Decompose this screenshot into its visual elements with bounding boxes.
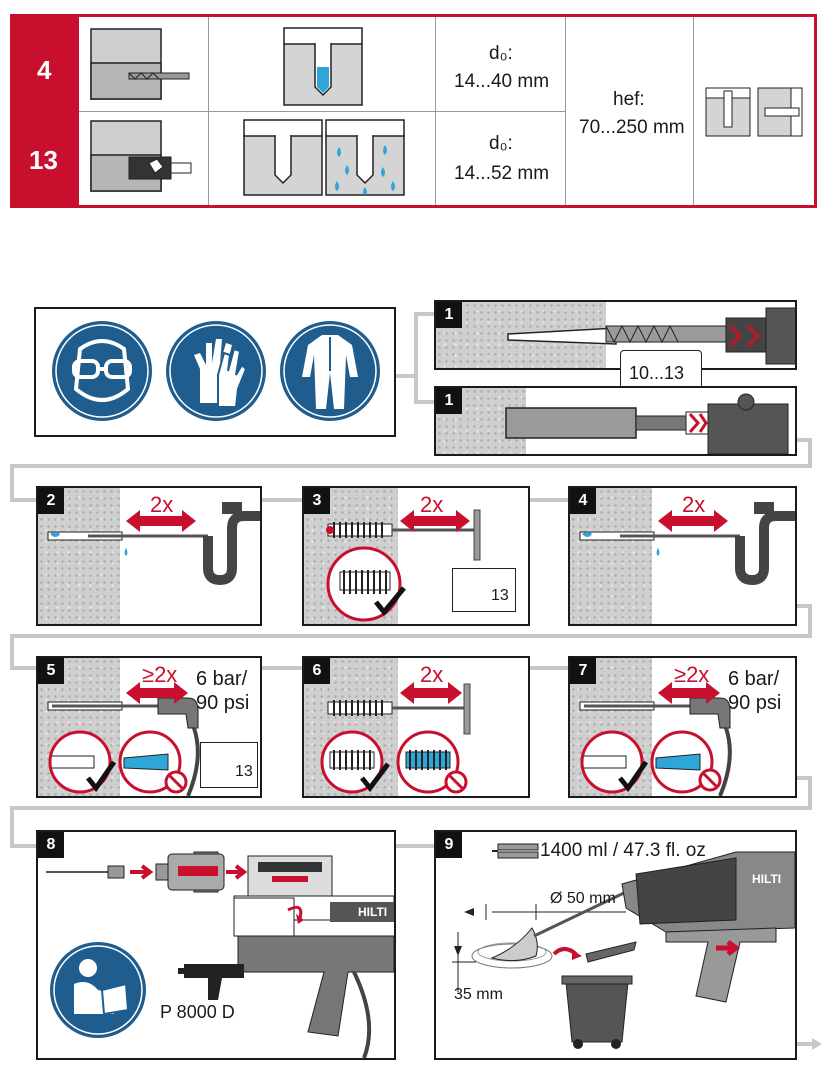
embed-depth-value: 70...250 mm <box>579 117 685 138</box>
step-7-number: 7 <box>570 658 596 684</box>
manual-book-label: 10...13 <box>629 363 685 383</box>
row1-bore-label: d₀: <box>489 43 513 64</box>
air-gun-icon <box>47 697 200 796</box>
brush-icon <box>320 683 471 794</box>
dry-hole-icon <box>283 27 363 106</box>
double-arrow-icon <box>126 510 196 532</box>
step-7-pressure-psi: 90 psi <box>728 692 782 714</box>
step-3-repeat: 2x <box>420 492 444 517</box>
double-arrow-icon <box>658 510 728 532</box>
double-arrow-icon <box>658 682 720 704</box>
step-9-discard-panel: 9 1400 ml / 47.3 fl. oz Ø 50 mm 35 mm HI… <box>434 830 797 1060</box>
step-5-book-page: 13 <box>235 763 253 780</box>
step-1b-number: 1 <box>436 388 462 414</box>
dry-hole-icon-2 <box>243 119 323 196</box>
step-7-pressure: 6 bar/ <box>728 668 780 690</box>
spec-row-numbers <box>13 17 79 205</box>
step-6-repeat: 2x <box>420 662 444 687</box>
double-arrow-icon <box>126 682 188 704</box>
brush-icon <box>326 509 481 622</box>
diameter-label: Ø 50 mm <box>550 890 616 907</box>
step-8-dispenser-panel: 8 HILTI P 8000 D <box>36 830 396 1060</box>
foil-pack-icon <box>492 843 539 859</box>
manual-book-13: 13 <box>452 568 516 612</box>
step-5-number: 5 <box>38 658 64 684</box>
water-flush-icon <box>47 502 260 586</box>
spec-row2-number: 13 <box>29 145 58 175</box>
step-1-drill-panel: 1 <box>434 300 797 370</box>
row1-bore-value: 14...40 mm <box>454 71 550 92</box>
embed-depth-label: hef: <box>613 89 645 110</box>
row2-bore-label: d₀: <box>489 133 513 154</box>
gloves-icon <box>166 321 266 421</box>
step-6-number: 6 <box>304 658 330 684</box>
step-3-brush-panel: 3 2x 13 <box>302 486 530 626</box>
dispense-discard-illustration <box>452 851 795 1049</box>
horizontal-anchor-icon <box>757 87 803 137</box>
step-1-number: 1 <box>436 302 462 328</box>
step-5-pressure: 6 bar/ <box>196 668 248 690</box>
spec-row1-number: 4 <box>37 55 52 85</box>
hammer-drill-icon <box>507 307 795 365</box>
air-gun-icon <box>579 697 732 796</box>
vertical-anchor-icon <box>705 87 751 137</box>
step-8-number: 8 <box>38 832 64 858</box>
protective-suit-icon <box>280 321 380 421</box>
p8000d-tool-icon <box>178 964 244 1000</box>
manual-book-13: 13 <box>200 742 258 788</box>
step-2-flush-panel: 2 2x <box>36 486 262 626</box>
row2-bore-value: 14...52 mm <box>454 163 550 184</box>
step-5-repeat: ≥2x <box>142 662 178 687</box>
safety-goggles-icon <box>52 321 152 421</box>
step-2-number: 2 <box>38 488 64 514</box>
step-5-pressure-psi: 90 psi <box>196 692 250 714</box>
tool-model-label: P 8000 D <box>160 1002 235 1022</box>
step-5-air-blow-panel: 5 ≥2x 6 bar/ 90 psi 13 <box>36 656 262 798</box>
core-drill-icon <box>505 393 789 454</box>
ppe-panel <box>34 307 396 437</box>
dispenser-assembly-icon <box>46 851 394 1058</box>
step-7-air-blow-panel: 7 ≥2x 6 bar/ 90 psi <box>568 656 797 798</box>
dispenser-brand: HILTI <box>358 905 388 919</box>
height-label: 35 mm <box>454 986 503 1003</box>
step-9-number: 9 <box>436 832 462 858</box>
step-3-number: 3 <box>304 488 330 514</box>
step-2-repeat: 2x <box>150 492 174 517</box>
wet-hole-icon <box>325 119 405 196</box>
hammer-drill-bit-icon <box>90 28 190 100</box>
step-4-number: 4 <box>570 488 596 514</box>
step-7-repeat: ≥2x <box>674 662 710 687</box>
step-1-core-drill-panel: 1 <box>434 386 797 456</box>
read-manual-icon <box>50 942 146 1038</box>
double-arrow-icon <box>400 510 470 532</box>
step-4-repeat: 2x <box>682 492 706 517</box>
double-arrow-icon <box>400 682 462 704</box>
step-3-book-page: 13 <box>491 587 509 604</box>
step-4-flush-panel: 4 2x <box>568 486 797 626</box>
volume-label: 1400 ml / 47.3 fl. oz <box>540 840 706 861</box>
diamond-core-bit-icon <box>90 120 192 192</box>
step-6-brush-panel: 6 2x <box>302 656 530 798</box>
spec-table: 4 13 d₀: 14...40 mm <box>10 14 817 208</box>
step-9-brand: HILTI <box>752 872 782 886</box>
water-flush-icon <box>579 502 795 586</box>
